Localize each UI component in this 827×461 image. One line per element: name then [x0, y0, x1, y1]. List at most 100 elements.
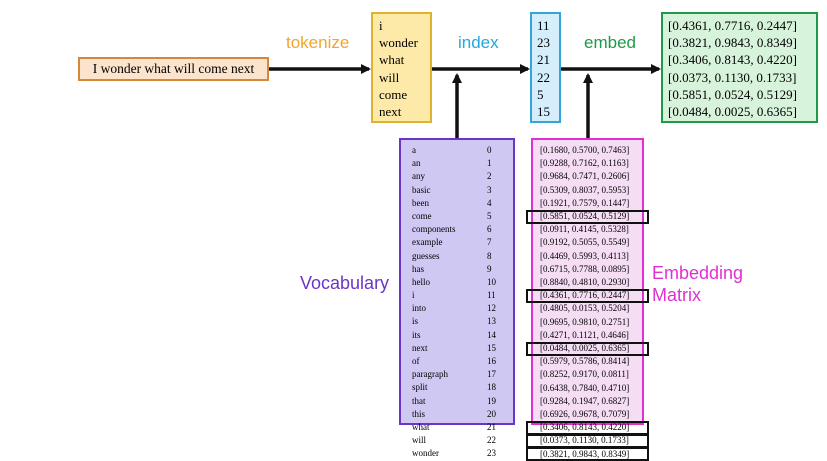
vocabulary-index: 9: [487, 263, 492, 274]
matrix-row: [0.4805, 0.0153, 0.5204]: [540, 303, 630, 314]
token-item: come: [379, 86, 408, 102]
vocabulary-row: paragraph 17: [412, 368, 513, 381]
lookup-highlight: [526, 209, 649, 224]
vocabulary-index: 2: [487, 171, 492, 182]
vocabulary-row: come 5: [412, 210, 513, 223]
vocabulary-word: any: [412, 171, 425, 182]
vocabulary-word: wonder: [412, 448, 439, 459]
vocabulary-label: Vocabulary: [300, 273, 390, 293]
embed-label: embed: [584, 33, 636, 52]
vocabulary-word: of: [412, 356, 420, 366]
vocabulary-word: that: [412, 395, 426, 406]
vocabulary-row: hello 10: [412, 276, 513, 289]
vocabulary-index: 15: [487, 342, 496, 353]
vocabulary-index: 10: [487, 276, 496, 287]
vocabulary-index: 13: [487, 316, 496, 327]
vocabulary-word: basic: [412, 184, 431, 195]
embedding-vector: [0.3406, 0.8143, 0.4220]: [668, 52, 797, 68]
vocabulary-word: example: [412, 237, 443, 248]
matrix-row: [0.1680, 0.5700, 0.7463]: [540, 145, 630, 155]
matrix-row: [0.9695, 0.9810, 0.2751]: [540, 316, 630, 327]
vocabulary-index: 11: [487, 290, 496, 301]
vocabulary-index: 6: [487, 224, 492, 235]
vocabulary-word: components: [412, 224, 456, 235]
vocabulary-word: its: [412, 329, 421, 340]
token-item: will: [379, 69, 400, 85]
embedding-vector: [0.3821, 0.9843, 0.8349]: [668, 35, 797, 51]
tokenize-label: tokenize: [286, 33, 350, 52]
vocabulary-index: 16: [487, 356, 496, 366]
vocabulary-index: 18: [487, 382, 496, 393]
index-item: 11: [537, 18, 550, 33]
vocabulary-word: hello: [412, 276, 430, 287]
vocabulary-word: next: [412, 342, 428, 353]
vocabulary-word: guesses: [412, 250, 440, 261]
embedding-matrix-label-line1: Embedding: [652, 263, 744, 283]
vocabulary-row: any 2: [412, 170, 513, 183]
matrix-row: [0.4271, 0.1121, 0.4646]: [540, 329, 629, 340]
index-label: index: [458, 33, 499, 52]
vocabulary-index: 5: [487, 210, 492, 221]
vocabulary-index: 0: [487, 145, 492, 155]
embedding-vector: [0.4361, 0.7716, 0.2447]: [668, 18, 797, 33]
token-item: next: [379, 104, 402, 120]
flow-arrows: [269, 64, 661, 138]
vocabulary-row: what 21: [412, 421, 513, 434]
index-item: 21: [537, 52, 550, 68]
vocabulary-row: has 9: [412, 263, 513, 276]
matrix-row: [0.6715, 0.7788, 0.0895]: [540, 263, 630, 274]
lookup-highlight: [526, 288, 649, 303]
embedding-matrix: [0.1680, 0.5700, 0.7463] [0.9288, 0.7162,…: [531, 138, 644, 459]
lookup-highlight: [526, 420, 649, 435]
vocabulary-word: paragraph: [412, 369, 448, 380]
matrix-row: [0.0484, 0.0025, 0.6365]: [540, 343, 630, 354]
matrix-row: [0.8840, 0.4810, 0.2930]: [540, 277, 630, 288]
matrix-row: [0.0911, 0.4145, 0.5328]: [540, 224, 629, 235]
token-item: what: [379, 52, 405, 68]
matrix-row: [0.6926, 0.9678, 0.7079]: [540, 409, 630, 420]
matrix-row: [0.9684, 0.7471, 0.2606]: [540, 171, 630, 182]
vocabulary-word: is: [412, 316, 419, 327]
embedding-matrix-label-line2: Matrix: [652, 285, 701, 305]
matrix-row: [0.9288, 0.7162, 0.1163]: [540, 158, 629, 169]
embedding-vector: [0.0373, 0.1130, 0.1733]: [668, 69, 797, 85]
embedding-matrix-label: Embedding Matrix: [652, 262, 743, 306]
matrix-row: [0.3406, 0.8143, 0.4220]: [540, 422, 630, 433]
vocabulary-index: 14: [487, 329, 496, 340]
vocabulary-word: i: [412, 290, 415, 301]
lookup-highlight: [526, 447, 649, 461]
vocabulary-row: i 11: [412, 289, 513, 302]
vocabulary-word: split: [412, 382, 428, 393]
embeddings-box: [0.4361, 0.7716, 0.2447] [0.3821, 0.9843,…: [661, 12, 818, 123]
vocabulary-index: 21: [487, 421, 496, 432]
vocabulary-row: next 15: [412, 342, 513, 355]
vocabulary-word: a: [412, 145, 416, 155]
input-sentence: I wonder what will come next: [92, 61, 255, 76]
matrix-row: [0.5309, 0.8037, 0.5953]: [540, 184, 630, 195]
matrix-row: [0.4469, 0.5993, 0.4113]: [540, 250, 629, 261]
vocabulary-word: has: [412, 263, 424, 274]
vocabulary-word: what: [412, 421, 430, 432]
index-item: 22: [537, 69, 550, 85]
vocabulary-row: is 13: [412, 315, 513, 328]
matrix-row: [0.6438, 0.7840, 0.4710]: [540, 382, 630, 393]
vocabulary-word: into: [412, 303, 427, 314]
vocabulary-word: come: [412, 210, 432, 221]
matrix-row: [0.8252, 0.9170, 0.0811]: [540, 369, 629, 380]
vocabulary-word: been: [412, 197, 429, 208]
vocabulary-index: 17: [487, 369, 496, 380]
matrix-row: [0.5851, 0.0524, 0.5129]: [540, 211, 630, 222]
